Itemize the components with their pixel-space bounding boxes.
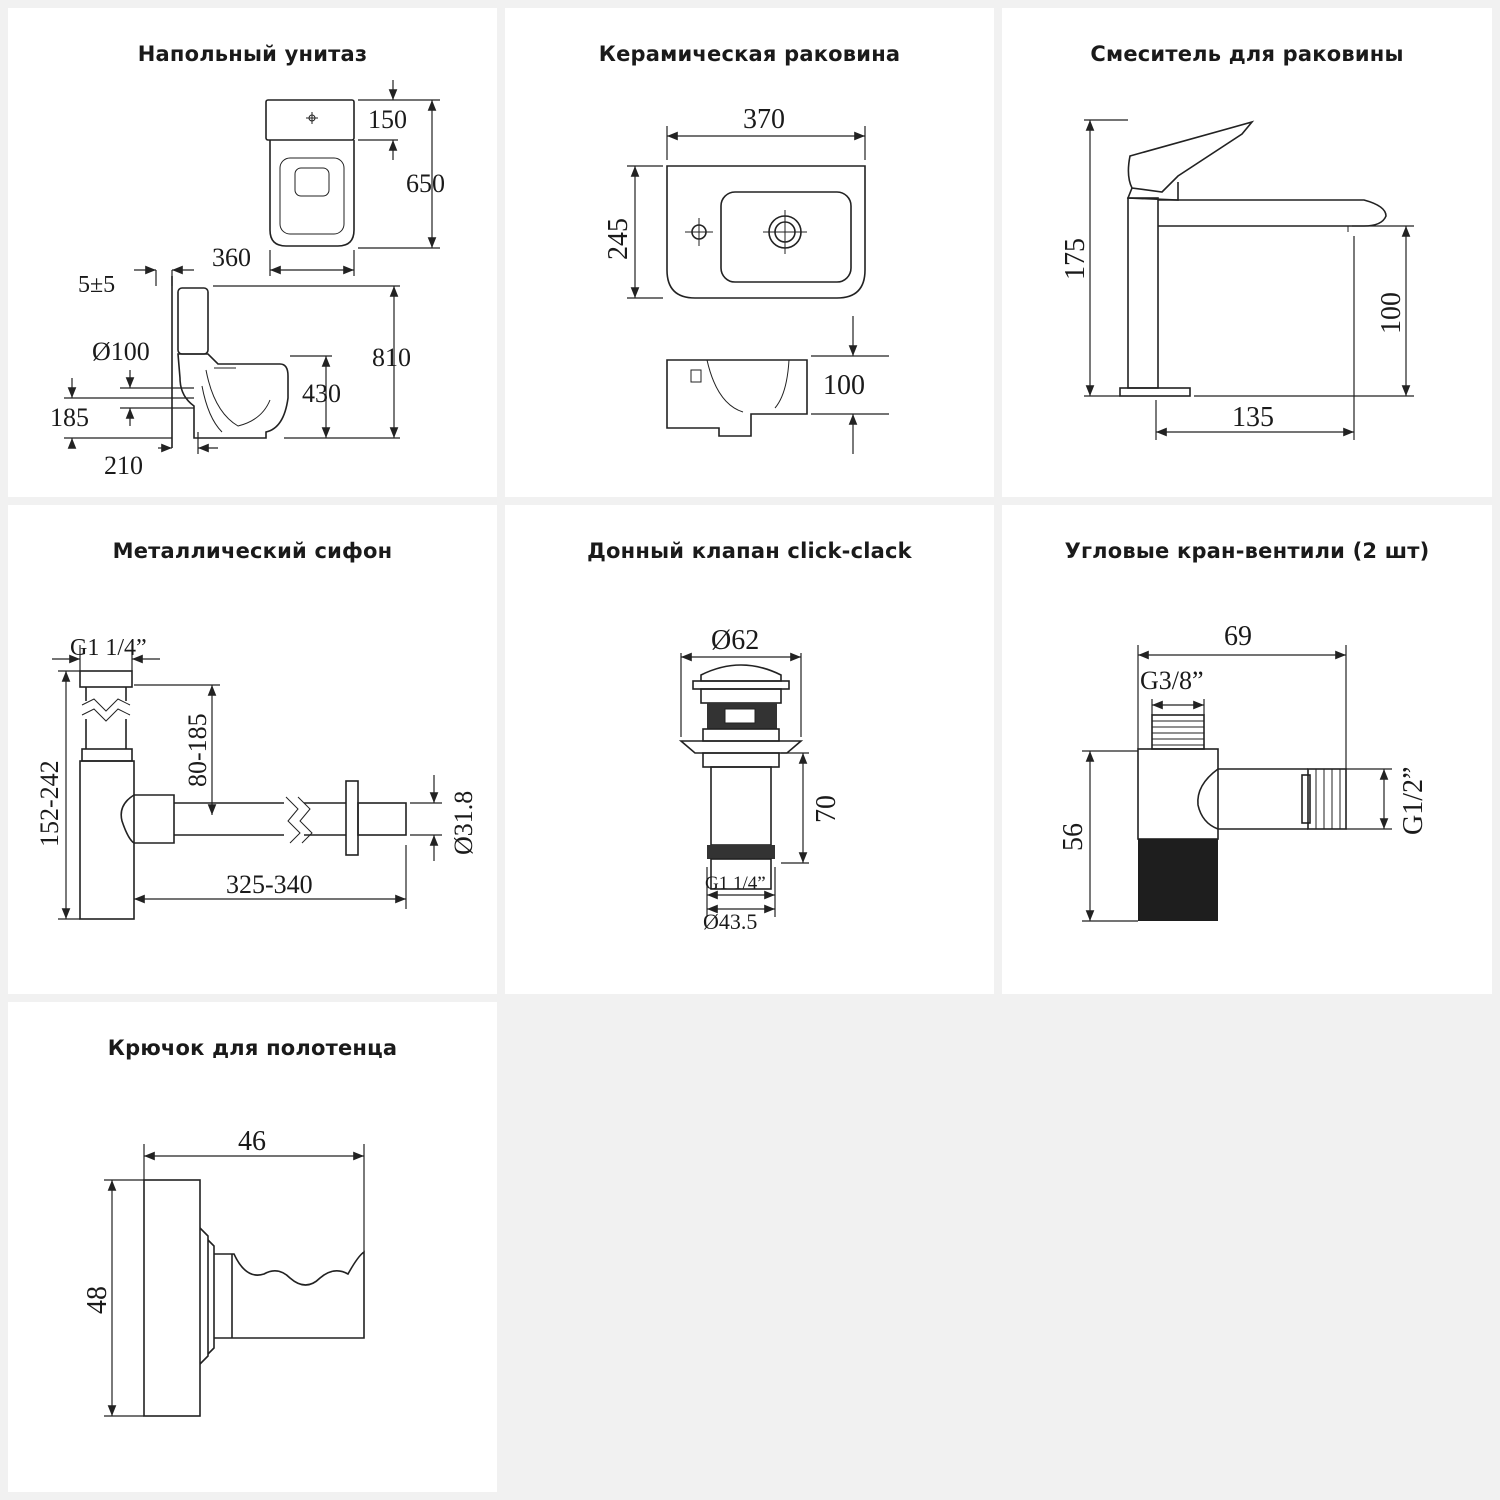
card-sink: Керамическая раковина 370 24 <box>505 8 994 497</box>
card-drain: Донный клапан click-clack <box>505 505 994 994</box>
card-siphon: Металлический сифон <box>8 505 497 994</box>
card-toilet: Напольный унитаз 150 650 <box>8 8 497 497</box>
siphon-drawing: G1 1/4” 152-242 80-185 325-340 Ø31.8 <box>35 635 478 920</box>
dim-g114: G1 1/4” <box>70 635 147 661</box>
dim-100: 100 <box>1376 292 1407 334</box>
card-towel-hook: Крючок для полотенца 46 48 <box>8 1002 497 1492</box>
card-angle-valve: Угловые кран-вентили (2 шт) <box>1002 505 1492 994</box>
dim-g12: G1/2” <box>1398 767 1429 835</box>
card-title: Керамическая раковина <box>598 42 901 66</box>
dim-100: 100 <box>823 370 865 401</box>
dim-g114: G1 1/4” <box>705 873 766 894</box>
dim-325-340: 325-340 <box>226 870 313 899</box>
dim-135: 135 <box>1232 402 1274 433</box>
dim-210: 210 <box>104 451 143 480</box>
dim-46: 46 <box>238 1126 266 1157</box>
dim-d100: Ø100 <box>92 337 150 366</box>
dim-56: 56 <box>1058 823 1089 851</box>
dim-69: 69 <box>1224 621 1252 652</box>
card-title: Смеситель для раковины <box>1090 42 1404 66</box>
card-title: Крючок для полотенца <box>107 1036 398 1060</box>
toilet-drawing: 150 650 360 5±5 810 430 <box>50 80 445 480</box>
valve-drawing: 69 G3/8” 56 G1/2” <box>1058 621 1429 922</box>
card-title: Донный клапан click-clack <box>587 539 912 563</box>
dim-185: 185 <box>50 403 89 432</box>
dim-80-185: 80-185 <box>183 713 212 787</box>
sink-drawing: 370 245 100 <box>603 104 889 454</box>
dim-245: 245 <box>603 218 634 260</box>
card-title: Угловые кран-вентили (2 шт) <box>1064 539 1430 563</box>
card-faucet: Смеситель для раковины 175 <box>1002 8 1492 497</box>
dim-d62: Ø62 <box>711 625 759 656</box>
card-title: Напольный унитаз <box>137 42 368 66</box>
hook-drawing: 46 48 <box>82 1126 365 1417</box>
dim-360: 360 <box>212 243 251 272</box>
dim-152-242: 152-242 <box>35 760 64 847</box>
dim-5pm5: 5±5 <box>78 272 115 298</box>
dim-430: 430 <box>302 379 341 408</box>
drain-drawing: Ø62 70 G1 1/4” Ø43.5 <box>678 625 842 934</box>
dim-175: 175 <box>1060 238 1091 280</box>
dim-g38: G3/8” <box>1140 666 1204 695</box>
dim-650: 650 <box>406 169 445 198</box>
dim-150: 150 <box>368 105 407 134</box>
dim-810: 810 <box>372 343 411 372</box>
dim-d43-5: Ø43.5 <box>703 909 757 934</box>
dim-48: 48 <box>82 1286 113 1314</box>
dim-70: 70 <box>811 795 842 823</box>
dim-370: 370 <box>743 104 785 135</box>
faucet-drawing: 175 100 135 <box>1060 119 1414 440</box>
dim-31-8: Ø31.8 <box>449 791 478 855</box>
card-title: Металлический сифон <box>112 539 393 563</box>
